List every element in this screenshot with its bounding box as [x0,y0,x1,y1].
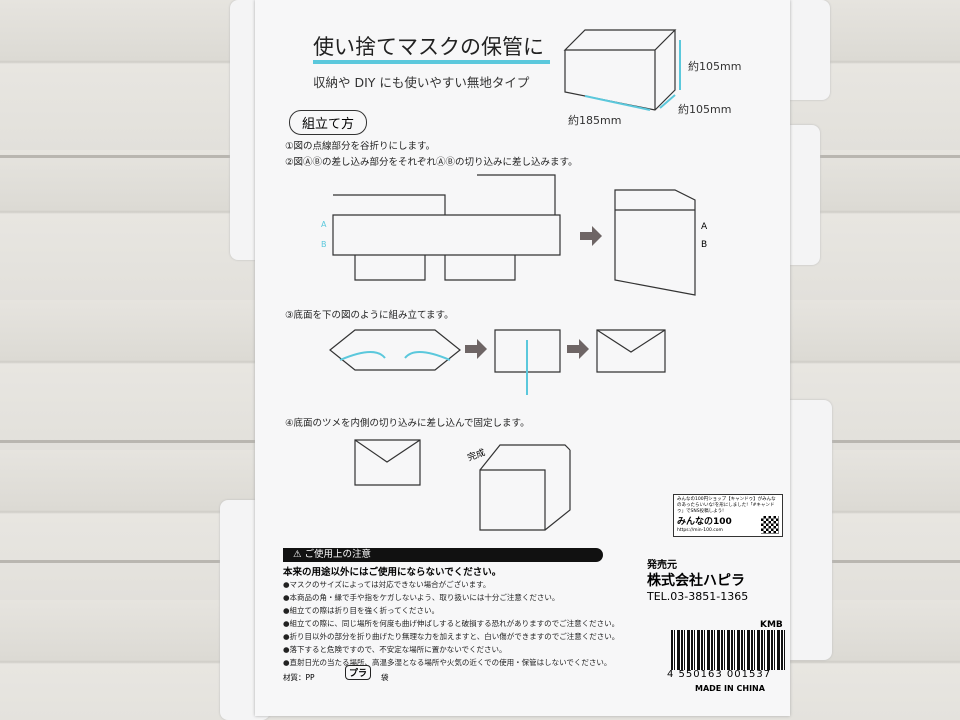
warning-item: ●組立ての際に、同じ場所を何度も曲げ伸ばしすると破損する恐れがありますのでご注意… [283,619,620,628]
promo-text: みんなの100円ショップ【キャンドゥ】がみんなのあったらいいな!を形にしました!… [677,497,776,514]
bag-label: 袋 [381,673,389,682]
promo-footer: みんなの100 https://min-100.com [677,516,779,534]
label-a-right: A [701,222,708,232]
recycle-mark-icon: プラ [345,665,372,680]
qr-code-icon [761,516,779,534]
warning-item: ●本商品の角・縁で手や指をケガしないよう、取り扱いには十分ご注意ください。 [283,593,560,602]
barcode-icon [671,630,785,670]
package-sheet: 使い捨てマスクの保管に 収納や DIY にも使いやすい無地タイプ 約105mm … [255,0,790,716]
bottom-step3b [494,329,561,373]
label-b-right: B [701,240,708,250]
warning-title: ⚠ ご使用上の注意 [283,548,603,562]
origin-label: MADE IN CHINA [695,684,765,693]
promo-brand: みんなの100 [677,517,732,527]
warning-headline: 本来の用途以外にはご使用にならないでください。 [283,567,502,578]
finished-box [479,444,571,531]
warning-item: ●直射日光の当たる場所、高温多湿となる場所や火気の近くでの使用・保管はしないでく… [283,658,612,667]
warning-item: ●マスクのサイズによっては対応できない場合がございます。 [283,580,491,589]
bottom-step4 [354,439,421,486]
warning-item: ●組立ての際は折り目を強く折ってください。 [283,606,439,615]
promo-brand-block: みんなの100 https://min-100.com [677,517,732,534]
bottom-step3a [329,329,461,371]
step-1: ①図の点線部分を谷折りにします。 [285,141,436,152]
warning-item: ●折り目以外の部分を折り曲げたり無理な力を加えますと、白い傷ができますのでご注意… [283,632,620,641]
warning-item: ●落下すると危険ですので、不安定な場所に置かないでください。 [283,645,507,654]
step-2: ②図ⒶⒷの差し込み部分をそれぞれⒶⒷの切り込みに差し込みます。 [285,157,578,168]
label-b-left: B [321,240,327,249]
bottom-step3c [596,329,666,373]
company-name: 株式会社ハピラ [647,573,745,589]
height-dimension: 約105mm [688,60,742,73]
width-dimension: 約185mm [568,114,622,127]
promo-url: https://min-100.com [677,528,723,533]
seller-label: 発売元 [647,560,677,571]
phone-number: TEL.03-3851-1365 [647,590,749,603]
barcode-number: 4 550163 001537 [667,669,772,680]
product-code: KMB [760,620,783,630]
label-a-left: A [321,220,327,229]
material-label: 材質：PP [283,673,315,682]
assembly-diagrams [329,29,696,531]
box-illustration [563,29,677,111]
flat-net [332,174,561,281]
assembled-box [614,189,696,296]
depth-dimension: 約105mm [678,103,732,116]
page-title: 使い捨てマスクの保管に [313,34,550,64]
promo-box: みんなの100円ショップ【キャンドゥ】がみんなのあったらいいな!を形にしました!… [673,494,783,537]
step-3: ③底面を下の図のように組み立てます。 [285,310,454,321]
step-4: ④底面のツメを内側の切り込みに差し込んで固定します。 [285,418,530,429]
assembly-heading: 組立て方 [289,110,368,135]
subtitle: 収納や DIY にも使いやすい無地タイプ [313,75,530,90]
